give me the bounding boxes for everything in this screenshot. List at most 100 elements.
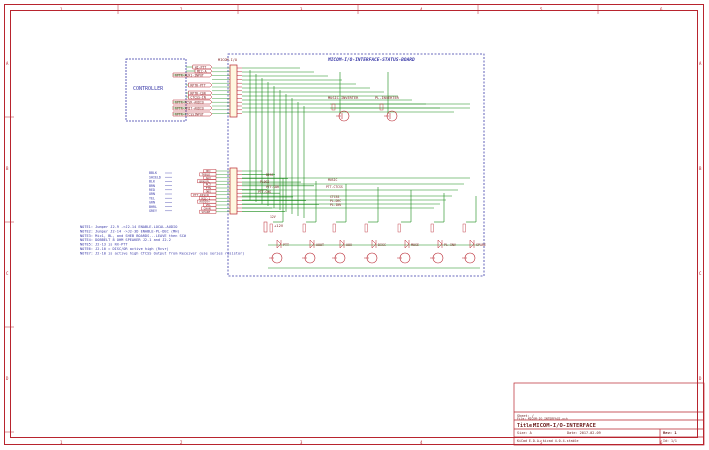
- cable-wire-label: BRN: [149, 184, 155, 188]
- bus-label: PTT-CHG: [258, 190, 271, 194]
- interface-sheet: [227, 53, 485, 277]
- cable-wire-label: SHIELD: [149, 175, 161, 179]
- led-diode: [371, 239, 377, 249]
- controller-box: [125, 58, 187, 122]
- note-line: NOTE4: DOBBELT 8 OHM SPEAKER J2-1 and J2…: [80, 238, 171, 242]
- ruler-right-label: D: [699, 376, 702, 381]
- bus-label: CTCSS: [330, 195, 339, 199]
- note-line: NOTE6: J2-10 = DISC/OR active high (Rcvr…: [80, 247, 169, 251]
- tb-file: File: MICOM-IO_INTERFACE.sch: [517, 417, 568, 421]
- controller-port-label: RPTR-COR: [190, 91, 205, 95]
- micom-port-list: OKCTKBLDAUXBRN/PLPL2FTNOBSPTT-DISCRMIC-1…: [190, 169, 230, 214]
- ruler-top-label: 4: [420, 7, 423, 12]
- ruler-top-label: 2: [180, 7, 183, 12]
- micom-port-label: CHAN: [204, 207, 211, 211]
- inverter-transistors: [331, 103, 398, 122]
- note-line: NOTE5: J2-13 is RX-PTT: [80, 243, 128, 247]
- controller-port-label: HI-PTT: [195, 65, 207, 69]
- ruler-top-label: 1: [60, 7, 63, 12]
- ruler-bottom-label: 3: [300, 440, 303, 445]
- music-inverter-label: MUSIC-INVERTER: [328, 96, 359, 100]
- led-diode: [339, 239, 345, 249]
- ruler-left-label: D: [6, 376, 9, 381]
- cable-wire-label: ORN: [149, 192, 155, 196]
- power-label: +12V: [274, 223, 284, 228]
- controller-port-box: [172, 105, 213, 111]
- micom-port-label: BRN/PL: [199, 179, 210, 183]
- led-label: PTT: [283, 243, 289, 247]
- micom-port-label: FTN: [206, 186, 211, 190]
- led-diode: [469, 239, 475, 249]
- tb-title: MICOM-I/O-INTERFACE: [533, 423, 596, 429]
- micom-port-label: SPARE: [202, 210, 211, 214]
- bus-label: PTT-CTCSS: [326, 185, 343, 189]
- bus-label: PL-INV: [330, 203, 341, 207]
- cable-wire-label: BLK: [149, 180, 155, 184]
- ruler-left-label: B: [6, 166, 9, 171]
- controller-port-label: RPTR-CTCSSINPUT: [175, 112, 204, 116]
- led-resistor: [269, 223, 273, 233]
- bus-label: DISC: [266, 173, 274, 177]
- tb-date: Date: 2017-02-09: [567, 431, 601, 435]
- micom-port-label: AUDIO+: [199, 200, 210, 204]
- tb-sheet: Sheet: /: [517, 414, 534, 418]
- tb-id: Id: 1/1: [663, 439, 677, 443]
- connector-j2-pins: [237, 170, 242, 212]
- bus-label: PTT-CDR: [266, 185, 279, 189]
- power-resistor: [263, 221, 268, 233]
- bus-label: PLOGI: [260, 180, 269, 184]
- led-resistor: [397, 223, 401, 233]
- led-label: DISC: [378, 243, 386, 247]
- ruler-bottom-label: 2: [180, 440, 183, 445]
- controller-port-label: RPTR-XMIT-AUDIO: [175, 106, 204, 110]
- controller-port-box: [188, 90, 213, 96]
- led-resistor: [430, 223, 434, 233]
- ruler-right-label: C: [699, 271, 702, 276]
- tb-kicad: KiCad E.D.A. kicad 4.0.4-stable: [517, 439, 579, 443]
- drawing-frame: [4, 4, 704, 445]
- controller-port-label: RPTR-AUX1-INPUT: [175, 73, 204, 77]
- led-diode: [437, 239, 443, 249]
- cable-wire-label: RED: [149, 188, 155, 192]
- note-line: NOTE2: Jumper J2-14 ->J2-3D ENABLE-PL-DE…: [80, 229, 180, 233]
- ruler-top-label: 6: [660, 7, 663, 12]
- note-line: NOTE1: Jumper J2-9 ->J2-14 ENABLE-LOCAL-…: [80, 225, 177, 229]
- tb-rev: Rev: 1: [663, 430, 677, 435]
- connector-j2: [229, 167, 238, 215]
- led-label: AUX: [346, 243, 352, 247]
- controller-port-box: [192, 64, 213, 70]
- ruler-bottom-label: 6: [660, 440, 663, 445]
- note-line: NOTE3: Mic1, BL, and SHEB BOARDS...LEAVE…: [80, 234, 187, 238]
- wiring: [242, 67, 480, 269]
- micom-port-label: VOL: [206, 203, 211, 207]
- led-label: SPARE: [476, 243, 486, 247]
- led-resistor: [302, 223, 306, 233]
- ruler-top-label: 5: [540, 7, 543, 12]
- controller-port-list: HI-PTTMIC-ARPTR-AUX1-INPUTRPTR-PTTRPTR-C…: [172, 64, 213, 117]
- controller-port-box: [172, 99, 213, 105]
- bus-label: 12V: [270, 215, 276, 219]
- cable-wire-label: YEL: [149, 196, 155, 200]
- ruler-right-label: B: [699, 166, 702, 171]
- micom-port-label: AUX: [206, 176, 211, 180]
- controller-top-label: MICOM-I/O: [218, 58, 237, 62]
- connector-j1-pins: [212, 67, 242, 114]
- pl-inverter-label: PL-INVERTER: [375, 96, 400, 100]
- note-line: NOTE7: J2-10 is active high CTCSS Output…: [80, 251, 244, 255]
- controller-port-box: [172, 111, 213, 117]
- connector-j1: [229, 64, 238, 118]
- led-label: PL-INV: [444, 243, 456, 247]
- cable-wire-label: GREY: [149, 209, 157, 213]
- controller-port-label: CTCSS-IN: [190, 95, 205, 99]
- q-pl-resistor: [379, 103, 384, 111]
- led-diode: [276, 239, 282, 249]
- ruler-bottom-label: 1: [60, 440, 63, 445]
- led-resistor: [332, 223, 336, 233]
- led-resistor: [364, 223, 368, 233]
- sheet-title: MICOM-I/O-INTERFACE-STATUS-BOARD: [327, 57, 415, 63]
- tb-title-label: Title:: [517, 423, 535, 429]
